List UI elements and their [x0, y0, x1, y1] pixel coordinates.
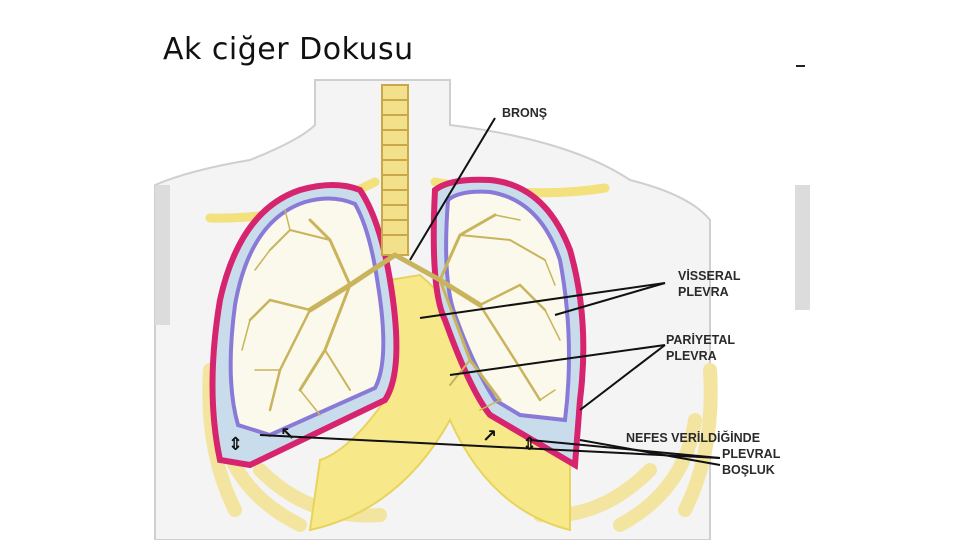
label-parietal-line2: PLEVRA — [666, 349, 717, 363]
arrow-updown-right-icon: ⇕ — [522, 434, 537, 455]
label-bronchus: BRONŞ — [502, 106, 547, 120]
leader-lines — [259, 117, 721, 466]
label-visceral-line1: VİSSERAL — [678, 268, 741, 283]
label-space-line2: PLEVRAL — [722, 447, 781, 461]
trachea — [381, 84, 409, 256]
arrow-updown-left-icon: ⇕ — [228, 434, 243, 455]
left-grey-edge — [155, 185, 170, 325]
label-space-line3: BOŞLUK — [722, 463, 775, 477]
arrow-diagonal-right-icon: ↗ — [482, 426, 497, 447]
lung-diagram-svg: ⇕ ↖ ↗ ⇕ BRONŞ VİSSERAL PLEVRA PARİYETAL … — [154, 79, 810, 540]
label-visceral-line2: PLEVRA — [678, 285, 729, 299]
dash-mark — [796, 65, 805, 67]
label-parietal-line1: PARİYETAL — [666, 332, 735, 347]
label-space-line1: NEFES VERİLDİĞİNDE — [626, 430, 760, 445]
bronchial-tree — [241, 209, 561, 416]
lung-diagram: ⇕ ↖ ↗ ⇕ BRONŞ VİSSERAL PLEVRA PARİYETAL … — [150, 70, 810, 540]
arrow-diagonal-left-icon: ↖ — [280, 424, 295, 445]
slide-title: Ak ciğer Dokusu — [163, 32, 414, 67]
right-grey-edge — [795, 185, 810, 310]
